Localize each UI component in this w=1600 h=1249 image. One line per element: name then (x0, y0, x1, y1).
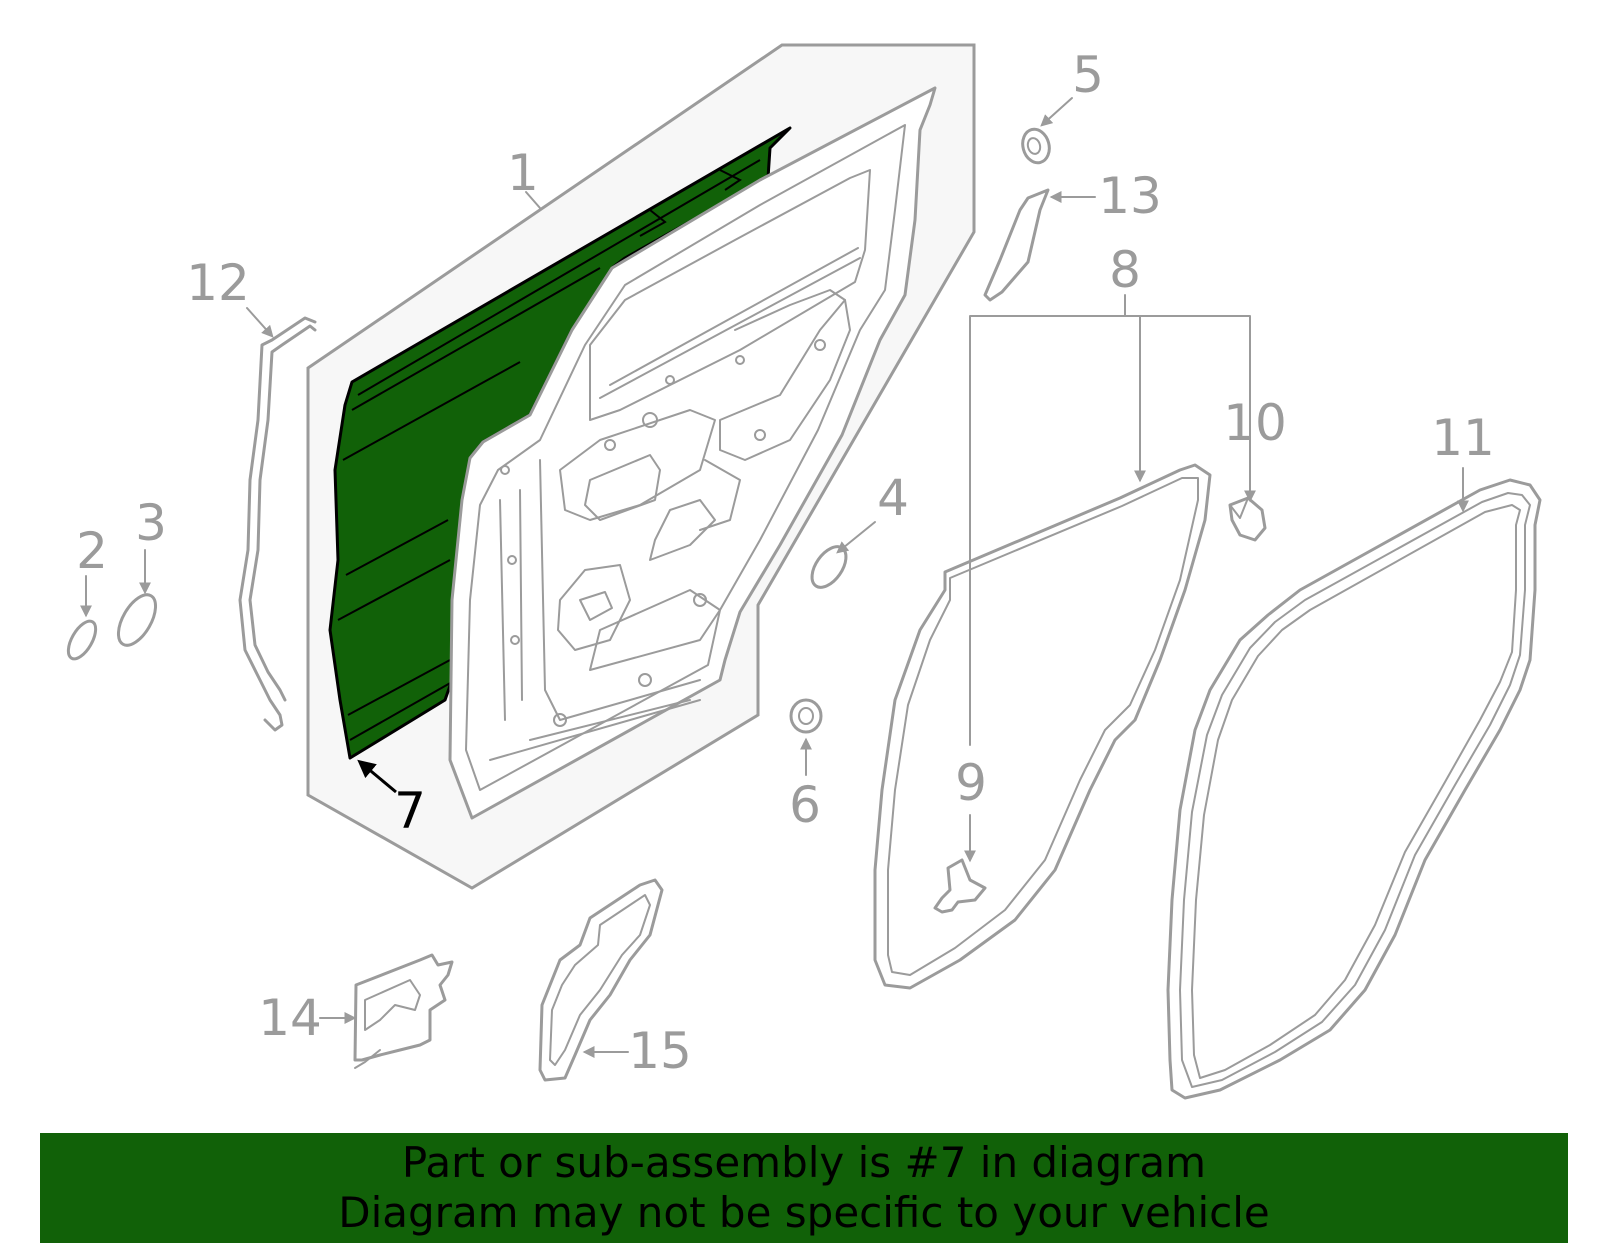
callout-labels: 1 2 3 4 5 6 7 8 9 10 11 12 13 14 15 (76, 46, 1495, 1080)
callout-2: 2 (76, 522, 108, 580)
part-4-plug (810, 545, 848, 589)
callout-12: 12 (186, 254, 250, 312)
part-5-clip (1021, 127, 1051, 165)
callout-11: 11 (1431, 409, 1495, 467)
callout-9: 9 (955, 754, 987, 812)
part-7-panel-creases (337, 159, 761, 741)
part-10-clip (1228, 496, 1267, 542)
part-14-bracket (353, 953, 454, 1069)
part-9-bracket (933, 858, 987, 914)
part-8-weatherstrip (873, 463, 1212, 990)
callout-5: 5 (1072, 46, 1104, 104)
callout-4: 4 (877, 469, 909, 527)
leader-lines (80, 97, 1469, 1058)
info-banner: Part or sub-assembly is #7 in diagram Di… (40, 1133, 1568, 1243)
callout-1: 1 (507, 144, 539, 202)
part-11-weatherstrip (1166, 478, 1542, 1100)
part-13-trim (983, 188, 1050, 302)
part-2-plug (66, 619, 98, 661)
callout-7: 7 (394, 782, 426, 840)
callout-6: 6 (789, 776, 821, 834)
banner-line-2: Diagram may not be specific to your vehi… (338, 1188, 1270, 1237)
part-6-grommet (789, 698, 823, 734)
part-1-door-frame (448, 86, 937, 820)
callout-15: 15 (628, 1022, 692, 1080)
callout-8: 8 (1109, 241, 1141, 299)
callout-3: 3 (135, 494, 167, 552)
callout-13: 13 (1098, 167, 1162, 225)
banner-line-1: Part or sub-assembly is #7 in diagram (401, 1138, 1207, 1187)
callout-14: 14 (258, 989, 322, 1047)
callout-10: 10 (1223, 394, 1287, 452)
part-12-seal-strip (238, 316, 317, 732)
part-3-plug (116, 593, 158, 647)
part-15-bracket (538, 878, 664, 1082)
